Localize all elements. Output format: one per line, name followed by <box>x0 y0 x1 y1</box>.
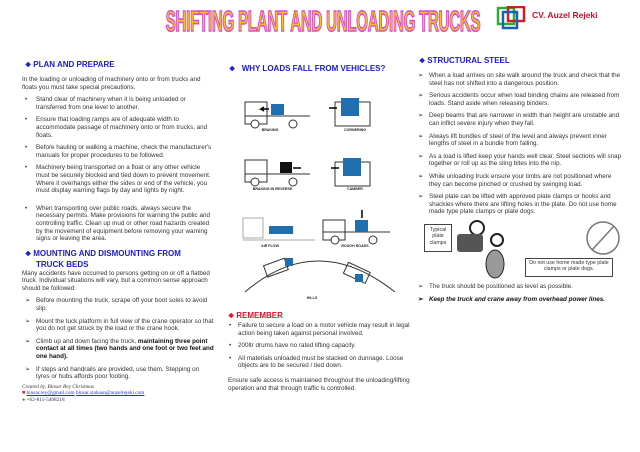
remember-closing: Ensure safe access is maintained through… <box>228 376 410 392</box>
phone-number: +62-811-5408218 <box>26 396 65 403</box>
why-heading: WHY LOADS FALL FROM VEHICLES? <box>241 64 386 73</box>
list-item: ➢The truck should be positioned as level… <box>418 282 573 290</box>
diamond-bullet-icon: ❖ <box>419 58 428 65</box>
list-item: ➢Mount the tuck platform in full view of… <box>25 317 214 333</box>
typical-plate-clamps-label: Typical plate clamps <box>424 223 452 252</box>
cornering-illustration <box>329 98 371 127</box>
caption-braking: BRAKING <box>261 128 279 132</box>
footer-credits: Created by, Binsar Rey Christmas ■ binsa… <box>22 384 214 403</box>
list-item: ➢Before mounting the truck, scrape off y… <box>25 297 208 313</box>
camber-illustration <box>331 158 371 187</box>
created-by: Created by, Binsar Rey Christmas <box>22 383 95 390</box>
email-link[interactable]: binsar.siahaan@auzelrejeki.com <box>75 390 145 397</box>
diamond-bullet-icon: ❖ <box>228 313 237 320</box>
mounting-intro: Many accidents have occurred to persons … <box>22 269 210 292</box>
list-item: ➢Keep the truck and crane away from over… <box>418 295 606 303</box>
mounting-heading: MOUNTING AND DISMOUNTING FROM <box>33 248 181 258</box>
caption-hills: HILLS <box>306 296 318 300</box>
hills-illustration <box>244 257 396 293</box>
prohibited-icon <box>586 221 620 255</box>
company-name: CV. Auzel Rejeki <box>532 10 598 20</box>
list-item: •Ensure that loading ramps are of adequa… <box>25 116 208 139</box>
poster-title: SHIFTING PLANT AND UNLOADING TRUCKS <box>165 5 481 39</box>
list-item: •Before hauling or walking a machine, ch… <box>25 144 212 159</box>
caption-cornering: CORNERING <box>344 128 366 132</box>
rough-roads-illustration <box>322 210 390 245</box>
company-logo: CV. Auzel Rejeki <box>496 5 636 30</box>
remember-heading: REMEMBER <box>236 311 283 320</box>
braking-in-reverse-illustration <box>244 159 310 187</box>
plate-clamps-figure: Typical plate clamps Do not use home mad… <box>415 219 623 280</box>
air-flow-illustration <box>242 217 315 241</box>
list-item: ➢When a load arrives on site walk around… <box>418 72 621 87</box>
steel-section: ❖ STRUCTURAL STEEL ➢When a load arrives … <box>415 56 623 303</box>
email-link[interactable]: binsar.rey@gmail.com <box>26 390 75 397</box>
diamond-bullet-icon: ❖ <box>229 66 238 73</box>
list-item: ➢Deep beams that are narrower in width t… <box>418 112 620 127</box>
caption-braking-in-reverse: BRAKING IN REVERSE <box>252 187 293 191</box>
caption-air-flow: AIR FLOW <box>261 244 279 248</box>
diamond-bullet-icon: ❖ <box>25 62 34 69</box>
vehicle-illustrations <box>242 98 396 293</box>
remember-section: ❖ REMEMBER •Failure to secure a load on … <box>228 311 410 392</box>
diamond-bullet-icon: ❖ <box>25 250 34 258</box>
homemade-clamps-warning-label: Do not use home made type plate clamps o… <box>525 257 613 277</box>
list-item: ➢If steps and handrails are provided, us… <box>25 365 200 381</box>
why-heading-row: ❖ WHY LOADS FALL FROM VEHICLES? <box>229 64 385 75</box>
caption-camber: CAMBER <box>347 187 363 191</box>
phone-icon: ● <box>22 396 26 403</box>
braking-illustration <box>244 101 310 129</box>
list-item: •200ltr drums have no rated lifting capa… <box>229 342 356 350</box>
list-item: •When transporting over public roads, al… <box>25 204 210 243</box>
plate-clamps-illustration <box>457 219 620 279</box>
email-icon: ■ <box>22 390 26 397</box>
plan-intro: In the loading or unloading of machinery… <box>22 76 201 91</box>
list-item: ➢While unloading truck ensure your limbs… <box>418 172 612 188</box>
left-column: ❖ PLAN AND PREPARE In the loading or unl… <box>22 60 214 403</box>
list-item: •Machinery being transported on a float … <box>25 164 211 195</box>
list-item: •Stand clear of machinery when it is bei… <box>25 96 186 111</box>
list-item: ➢Steel plate can be lifted with approved… <box>418 193 617 216</box>
logo-icon <box>496 5 526 30</box>
plan-section: ❖ PLAN AND PREPARE In the loading or unl… <box>22 60 214 243</box>
steel-heading: STRUCTURAL STEEL <box>427 56 510 65</box>
list-item: ➢Climb up and down facing the truck, mai… <box>25 337 214 361</box>
list-item: ➢Serious accidents occur when load bindi… <box>418 92 620 107</box>
list-item: •All materials unloaded must be stacked … <box>229 354 404 370</box>
list-item: •Failure to secure a load on a motor veh… <box>229 322 410 337</box>
list-item: ➢Always lift bundles of steel of the lev… <box>418 132 607 148</box>
caption-rough-roads: ROUGH ROADS <box>341 244 369 248</box>
poster-title-area: SHIFTING PLANT AND UNLOADING TRUCKS <box>140 4 505 42</box>
list-item: ➢As a load is lifted keep your hands wel… <box>418 152 622 168</box>
plan-heading: PLAN AND PREPARE <box>33 60 115 69</box>
